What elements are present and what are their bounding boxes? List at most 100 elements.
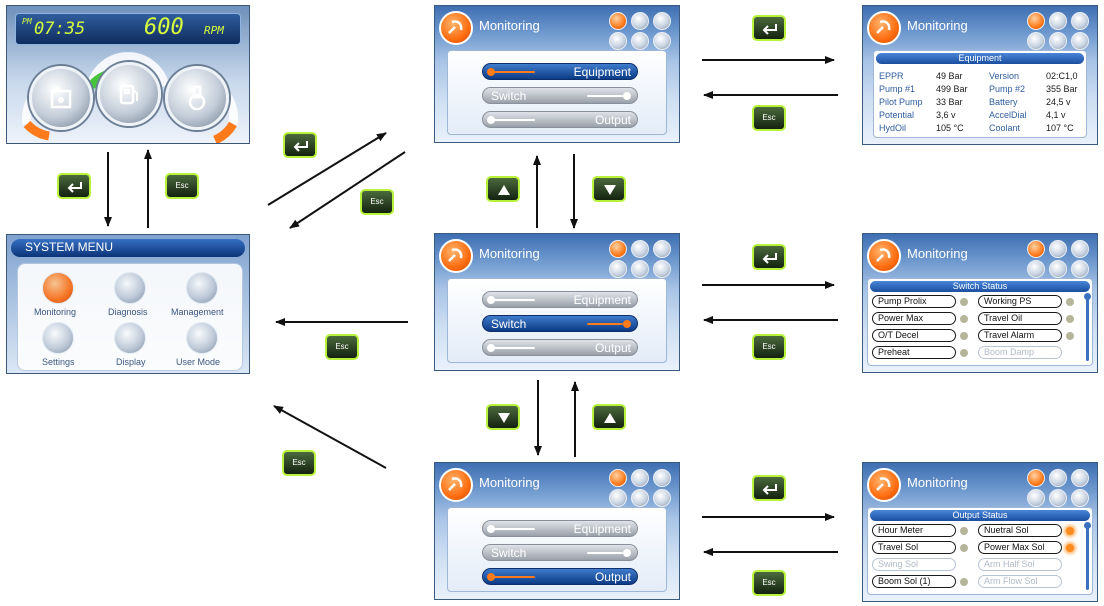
output-item: Hour Meter	[872, 524, 956, 537]
settings-tab-icon[interactable]	[609, 32, 627, 50]
switch-status-screen: Monitoring Switch Status Pump Prolix Pow…	[862, 233, 1098, 373]
switch-item: Working PS	[978, 295, 1062, 308]
monitoring-tab-icon[interactable]	[609, 469, 627, 487]
settings-menu-icon[interactable]	[42, 322, 74, 354]
diagnosis-tab-icon[interactable]	[631, 12, 649, 30]
settings-tab-icon[interactable]	[1027, 32, 1045, 50]
monitoring-tab-icon[interactable]	[609, 12, 627, 30]
switch-menu-button[interactable]: Switch	[482, 315, 638, 332]
display-tab-icon[interactable]	[1049, 260, 1067, 278]
battery-icon	[50, 87, 72, 109]
diagnosis-tab-icon[interactable]	[631, 240, 649, 258]
display-tab-icon[interactable]	[1049, 489, 1067, 507]
clock-time: 07:35	[34, 19, 86, 39]
management-tab-icon[interactable]	[653, 12, 671, 30]
rpm-unit: RPM	[204, 24, 224, 37]
top-icon-group	[1025, 469, 1091, 507]
diagnosis-tab-icon[interactable]	[1049, 469, 1067, 487]
switch-item: Travel Alarm	[978, 329, 1062, 342]
output-menu-button[interactable]: Output	[482, 339, 638, 356]
management-menu-icon[interactable]	[186, 272, 218, 304]
monitoring-tab-icon[interactable]	[1027, 12, 1045, 30]
equipment-key: Potential	[879, 110, 915, 120]
output-menu-button[interactable]: Output	[482, 568, 638, 585]
diagnosis-tab-icon[interactable]	[1049, 12, 1067, 30]
switch-menu-button[interactable]: Switch	[482, 544, 638, 561]
status-led	[1066, 332, 1074, 340]
switch-item: Power Max	[872, 312, 956, 325]
scrollbar-thumb[interactable]	[1084, 522, 1091, 529]
settings-tab-icon[interactable]	[609, 489, 627, 507]
management-tab-icon[interactable]	[1071, 240, 1089, 258]
display-tab-icon[interactable]	[631, 32, 649, 50]
equipment-value: 24,5 v	[1046, 97, 1071, 107]
equipment-label: Equipment	[573, 522, 631, 536]
esc-key-label: Esc	[292, 458, 306, 467]
equipment-key: Coolant	[989, 123, 1021, 133]
equipment-value: 02:C1,0	[1046, 71, 1078, 81]
output-menu-button[interactable]: Output	[482, 111, 638, 128]
display-tab-icon[interactable]	[1049, 32, 1067, 50]
diagnosis-tab-icon[interactable]	[1049, 240, 1067, 258]
output-label: Output	[594, 113, 631, 127]
system-menu-grid: Monitoring Diagnosis Management Settings…	[17, 263, 243, 371]
user-mode-menu-icon[interactable]	[186, 322, 218, 354]
monitoring-screen-switch: Monitoring Equipment Switch Output	[434, 233, 680, 371]
status-led	[960, 315, 968, 323]
display-tab-icon[interactable]	[631, 260, 649, 278]
monitoring-tab-icon[interactable]	[609, 240, 627, 258]
equipment-menu-button[interactable]: Equipment	[482, 520, 638, 537]
user-mode-tab-icon[interactable]	[1071, 32, 1089, 50]
monitoring-tab-icon[interactable]	[1027, 469, 1045, 487]
settings-tab-icon[interactable]	[1027, 489, 1045, 507]
user-mode-tab-icon[interactable]	[653, 489, 671, 507]
management-tab-icon[interactable]	[653, 240, 671, 258]
equipment-value: 499 Bar	[936, 84, 968, 94]
scrollbar-track[interactable]	[1086, 524, 1089, 590]
status-led	[960, 332, 968, 340]
equipment-menu-button[interactable]: Equipment	[482, 63, 638, 80]
system-menu-screen: SYSTEM MENU Monitoring Diagnosis Managem…	[6, 234, 250, 374]
up-key-icon	[592, 404, 626, 430]
user-mode-label: User Mode	[176, 357, 221, 367]
switch-menu-button[interactable]: Switch	[482, 87, 638, 104]
management-tab-icon[interactable]	[1071, 12, 1089, 30]
display-menu-icon[interactable]	[114, 322, 146, 354]
output-label: Output	[594, 570, 631, 584]
down-key-icon	[486, 404, 520, 430]
settings-tab-icon[interactable]	[1027, 260, 1045, 278]
equipment-header: Equipment	[876, 53, 1084, 64]
arrow-out-to-menu	[273, 405, 387, 469]
monitoring-screen-equipment: Monitoring Equipment Switch Output	[434, 5, 680, 143]
equipment-value: 49 Bar	[936, 71, 963, 81]
management-tab-icon[interactable]	[653, 469, 671, 487]
esc-key-icon: Esc	[360, 189, 394, 215]
status-led	[960, 527, 968, 535]
fuel-icon	[119, 84, 138, 105]
settings-label: Settings	[42, 357, 75, 367]
settings-tab-icon[interactable]	[609, 260, 627, 278]
equipment-value: 33 Bar	[936, 97, 963, 107]
user-mode-tab-icon[interactable]	[1071, 260, 1089, 278]
esc-key-icon: Esc	[752, 105, 786, 131]
user-mode-tab-icon[interactable]	[653, 260, 671, 278]
coolant-gauge	[165, 66, 229, 130]
output-item: Arm Flow Sol	[978, 575, 1062, 588]
display-tab-icon[interactable]	[631, 489, 649, 507]
scrollbar-track[interactable]	[1086, 295, 1089, 361]
management-tab-icon[interactable]	[1071, 469, 1089, 487]
esc-key-label: Esc	[370, 197, 384, 206]
user-mode-tab-icon[interactable]	[653, 32, 671, 50]
monitoring-logo-icon	[867, 239, 901, 273]
diagnosis-tab-icon[interactable]	[631, 469, 649, 487]
diagnosis-menu-icon[interactable]	[114, 272, 146, 304]
top-icon-group	[1025, 12, 1091, 50]
esc-key-label: Esc	[762, 342, 776, 351]
scrollbar-thumb[interactable]	[1084, 293, 1091, 300]
monitoring-menu-icon[interactable]	[42, 272, 74, 304]
output-label: Output	[594, 341, 631, 355]
user-mode-tab-icon[interactable]	[1071, 489, 1089, 507]
monitoring-tab-icon[interactable]	[1027, 240, 1045, 258]
equipment-menu-button[interactable]: Equipment	[482, 291, 638, 308]
